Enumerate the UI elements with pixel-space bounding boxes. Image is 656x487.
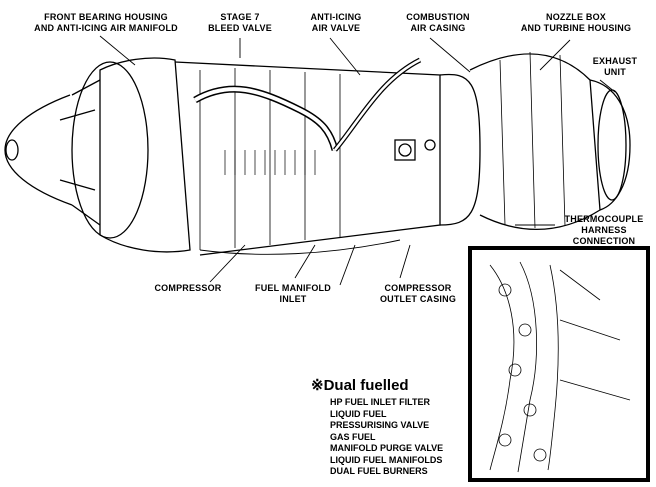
callout-compressor-outlet-casing: COMPRESSOR OUTLET CASING <box>370 283 466 305</box>
callout-line-1: NOZZLE BOX <box>546 12 606 22</box>
nose-cone <box>4 94 73 206</box>
callout-line-2: UNIT <box>604 67 626 77</box>
legend-item: MANIFOLD PURGE VALVE <box>330 443 444 453</box>
legend-item: HP FUEL INLET FILTER <box>330 397 431 407</box>
legend-item: PRESSURISING VALVE <box>330 420 430 430</box>
combustion-air-casing <box>439 73 481 226</box>
legend-marker: ※ <box>311 377 324 394</box>
front-bearing-housing <box>99 57 191 253</box>
callout-line-2: AND TURBINE HOUSING <box>520 23 632 33</box>
callout-line-1: THERMOCOUPLE <box>564 214 644 224</box>
callout-anti-icing-air-valve: ANTI-ICING AIR VALVE <box>296 12 376 34</box>
legend-item: LIQUID FUEL MANIFOLDS <box>330 454 443 465</box>
callout-line-2: OUTLET CASING <box>379 294 457 304</box>
callout-line-1: EXHAUST <box>592 56 638 66</box>
callout-line-2: HARNESS <box>581 225 627 235</box>
callout-line-1: FRONT BEARING HOUSING <box>44 12 168 22</box>
callout-nozzle-box: NOZZLE BOX AND TURBINE HOUSING <box>506 12 646 34</box>
callout-exhaust-unit: EXHAUST UNIT <box>580 56 650 78</box>
nozzle-box <box>469 53 601 231</box>
callout-line-2: INLET <box>279 294 307 304</box>
callout-combustion-air-casing: COMBUSTION AIR CASING <box>393 12 483 34</box>
callout-compressor: COMPRESSOR <box>148 283 228 294</box>
callout-thermocouple: THERMOCOUPLE HARNESS CONNECTION <box>556 214 652 247</box>
callout-fuel-manifold-inlet: FUEL MANIFOLD INLET <box>243 283 343 305</box>
callout-front-bearing-housing: FRONT BEARING HOUSING AND ANTI-ICING AIR… <box>6 12 206 34</box>
legend-list: HP FUEL INLET FILTER LIQUID FUEL PRESSUR… <box>330 397 443 478</box>
callout-line-1: COMPRESSOR <box>384 283 452 293</box>
callout-line-2: AIR VALVE <box>311 23 361 33</box>
callout-line-3: CONNECTION <box>572 236 636 246</box>
callout-line-2: BLEED VALVE <box>208 23 272 33</box>
exhaust-unit <box>589 79 631 211</box>
inset-frame <box>468 246 650 482</box>
legend-title-text: Dual fuelled <box>323 377 409 394</box>
legend-title: ※Dual fuelled <box>311 377 409 394</box>
callout-line-2: AND ANTI-ICING AIR MANIFOLD <box>34 23 178 33</box>
callout-stage7-bleed-valve: STAGE 7 BLEED VALVE <box>200 12 280 34</box>
callout-line-1: FUEL MANIFOLD <box>255 283 331 293</box>
callout-line-2: AIR CASING <box>410 23 466 33</box>
compressor-casing <box>174 61 441 256</box>
callout-line-1: COMBUSTION <box>406 12 470 22</box>
callout-line-1: STAGE 7 <box>220 12 260 22</box>
legend-item: DUAL FUEL BURNERS <box>330 466 428 476</box>
callout-line-1: COMPRESSOR <box>154 283 222 293</box>
callout-line-1: ANTI-ICING <box>310 12 362 22</box>
legend-item: GAS FUEL <box>330 431 376 442</box>
legend-item: LIQUID FUEL <box>330 408 387 419</box>
